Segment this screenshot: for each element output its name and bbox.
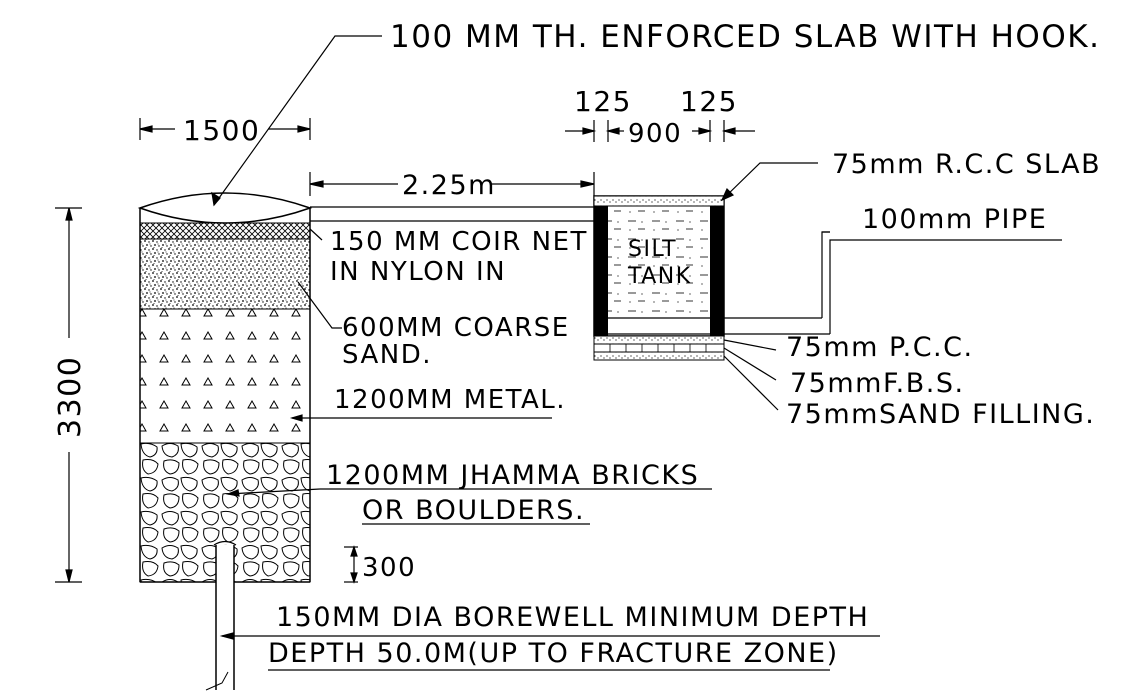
fbs-layer <box>593 343 725 353</box>
label-125-left: 125 <box>574 85 632 118</box>
label-3300: 3300 <box>53 356 88 438</box>
label-fbs: 75mmF.B.S. <box>790 368 965 399</box>
dim-300 <box>344 545 358 584</box>
inflow-pipe <box>310 206 594 222</box>
tank-wall-right <box>710 206 724 336</box>
coarse-sand-layer <box>139 238 311 310</box>
annotations: 100 MM TH. ENFORCED SLAB WITH HOOK. 125 … <box>53 19 1101 669</box>
label-tank: TANK <box>627 264 692 289</box>
rcc-leader <box>721 162 818 201</box>
tank-fill <box>608 206 710 318</box>
label-bricks-1: 1200MM JHAMMA BRICKS <box>326 460 699 491</box>
silt-tank <box>593 195 830 361</box>
label-coir-2: IN NYLON IN <box>330 257 506 287</box>
label-coir-1: 150 MM COIR NET <box>330 227 588 257</box>
dim-2-25m <box>309 172 595 196</box>
pcc-layer <box>593 335 725 345</box>
label-coarse-2: SAND. <box>342 340 432 370</box>
label-300: 300 <box>362 553 416 583</box>
label-metal: 1200MM METAL. <box>334 385 566 415</box>
slab-hook-leader <box>213 35 382 206</box>
label-sand-filling: 75mmSAND FILLING. <box>786 399 1095 430</box>
dim-tank-width <box>565 120 755 142</box>
label-pipe: 100mm PIPE <box>862 204 1047 235</box>
sand-filling-layer <box>593 351 725 361</box>
fbs-bricks <box>609 344 707 352</box>
label-borewell-1: 150MM DIA BOREWELL MINIMUM DEPTH <box>276 602 869 633</box>
metal-layer <box>139 308 311 444</box>
label-1500: 1500 <box>183 114 260 147</box>
dome-slab <box>137 192 313 224</box>
label-125-right: 125 <box>680 85 738 118</box>
label-2-25m: 2.25m <box>402 170 496 201</box>
recharge-pit <box>137 192 313 691</box>
label-coarse-1: 600MM COARSE <box>342 313 570 343</box>
rcc-slab <box>593 195 725 207</box>
label-pcc: 75mm P.C.C. <box>786 332 974 363</box>
tank-wall-left <box>594 206 608 336</box>
label-silt: SILT <box>628 237 677 262</box>
pipe-100mm <box>821 231 836 334</box>
label-borewell-2: DEPTH 50.0M(UP TO FRACTURE ZONE) <box>268 638 839 669</box>
label-slab-hook: 100 MM TH. ENFORCED SLAB WITH HOOK. <box>390 19 1100 55</box>
dim-1500 <box>139 118 311 140</box>
coir-net-layer <box>139 222 311 240</box>
dim-3300 <box>55 207 82 583</box>
label-bricks-2: OR BOULDERS. <box>362 495 585 526</box>
label-900: 900 <box>628 119 682 149</box>
borewell-pipe <box>205 540 237 691</box>
label-rcc-slab: 75mm R.C.C SLAB <box>832 149 1101 180</box>
